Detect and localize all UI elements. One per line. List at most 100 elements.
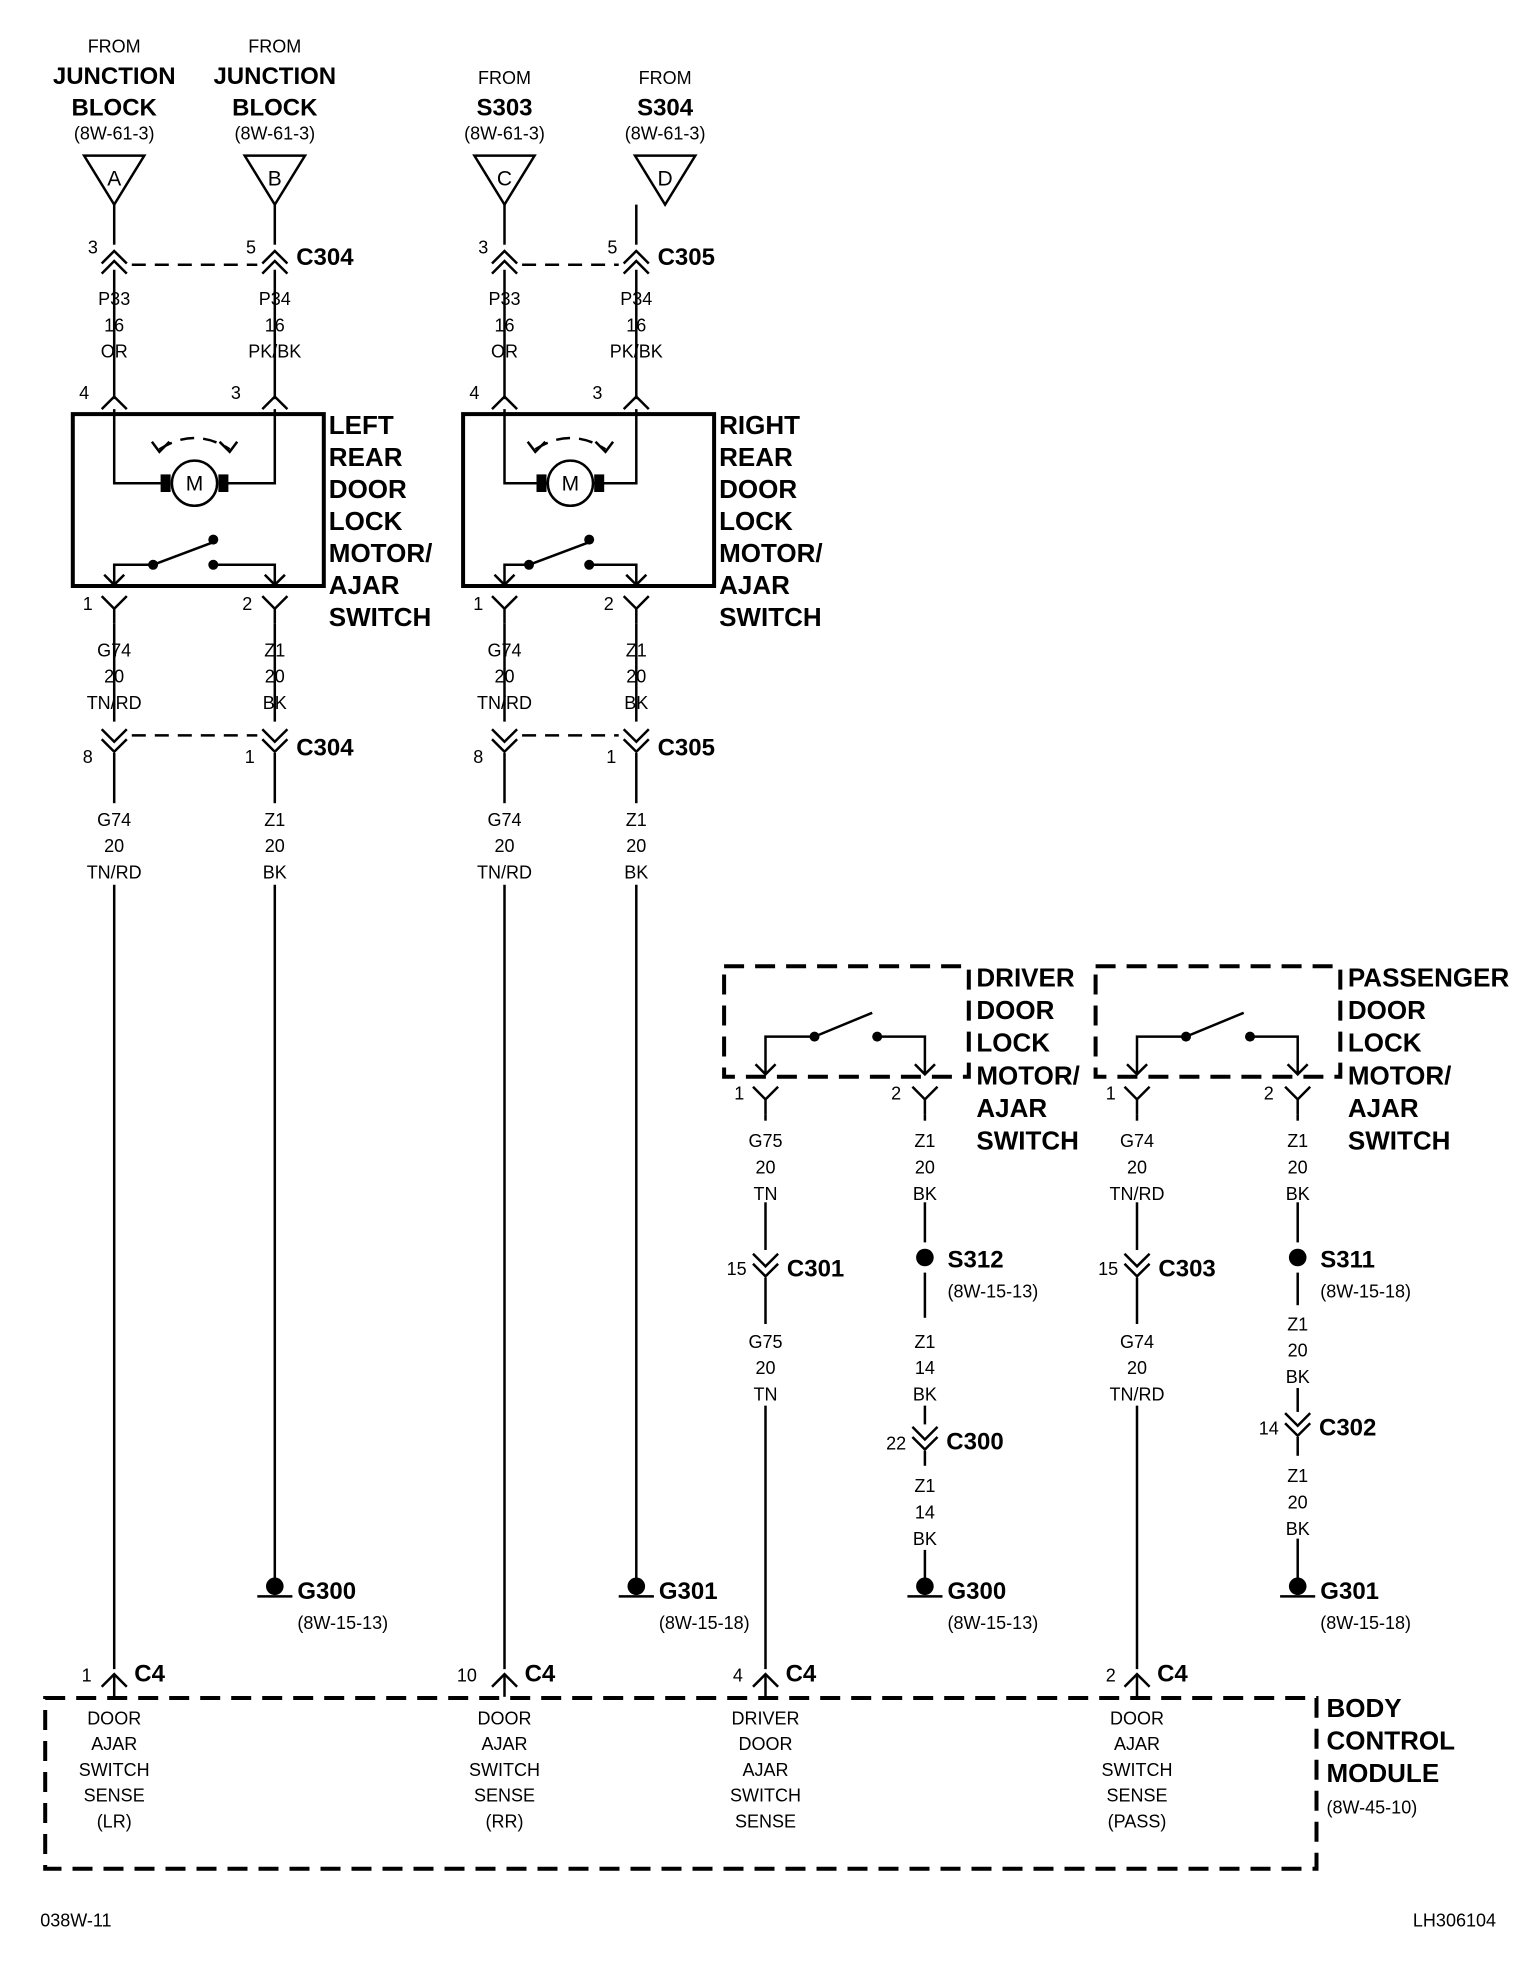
wire-gauge: 20: [494, 836, 514, 856]
wire-gauge: 16: [626, 315, 646, 335]
wire-circuit: G74: [97, 640, 131, 660]
connector-fork: [261, 595, 289, 624]
bcm-pin-function: (PASS): [1108, 1811, 1167, 1831]
pin-number: 2: [1106, 1666, 1116, 1686]
source-name: BLOCK: [72, 95, 158, 122]
component-label: MOTOR/: [719, 538, 823, 568]
switch-contact: [208, 534, 219, 545]
inline-connector: [100, 728, 128, 754]
connector-fork: [261, 394, 289, 410]
bcm-pin-function: SENSE: [735, 1811, 796, 1831]
arrow-head: [150, 440, 171, 454]
source-ref: (8W-61-3): [74, 123, 155, 143]
source-ref: (8W-61-3): [625, 123, 706, 143]
rotation-arrow: [158, 436, 231, 451]
switch-wire: [112, 563, 154, 585]
wire-color: TN: [754, 1385, 778, 1405]
wire-color: BK: [263, 863, 287, 883]
pin-number: 3: [88, 238, 98, 258]
source-name: BLOCK: [232, 95, 318, 122]
connector-label: C300: [946, 1429, 1003, 1456]
connector-label: C303: [1158, 1255, 1215, 1282]
source-from: FROM: [639, 68, 692, 88]
component-label: MOTOR/: [976, 1060, 1080, 1090]
bcm-pin-function: DOOR: [739, 1734, 793, 1754]
source-from: FROM: [478, 68, 531, 88]
footer-id: LH306104: [1413, 1910, 1496, 1930]
arrow-head: [625, 573, 648, 587]
switch-blade: [814, 1011, 873, 1038]
wire-color: TN/RD: [1110, 1184, 1165, 1204]
pin-number: 8: [83, 747, 93, 767]
ground-dot: [627, 1577, 646, 1596]
source-from: FROM: [248, 37, 301, 57]
connector-label: C302: [1319, 1415, 1376, 1442]
connector-label: C4: [786, 1661, 817, 1688]
ground-ref: (8W-15-18): [1320, 1613, 1411, 1633]
connector-fork: [911, 1085, 939, 1115]
source-triangle: [81, 154, 147, 207]
pin-number: 1: [473, 594, 483, 614]
module-box: [70, 412, 326, 588]
source-triangle: [472, 154, 537, 207]
ground-ref: (8W-15-18): [659, 1613, 750, 1633]
wire-color: BK: [624, 693, 648, 713]
bcm-pin-function: SENSE: [84, 1786, 145, 1806]
wire-circuit: P34: [620, 289, 652, 309]
module-box-dashed: [722, 964, 971, 1079]
wire-circuit: Z1: [626, 810, 647, 830]
connector-label: C4: [525, 1661, 556, 1688]
wire-color: BK: [913, 1385, 937, 1405]
bcm-pin-function: SENSE: [474, 1786, 535, 1806]
bcm-title: MODULE: [1327, 1758, 1440, 1788]
connector-label: C4: [134, 1661, 165, 1688]
pin-number: 3: [478, 238, 488, 258]
wire-gauge: 20: [1288, 1493, 1308, 1513]
pin-number: 8: [473, 747, 483, 767]
connector-label: C301: [787, 1255, 844, 1282]
bcm-pin-function: SWITCH: [469, 1760, 540, 1780]
component-label: REAR: [329, 442, 403, 472]
wire-color: BK: [913, 1529, 937, 1549]
pin-number: 5: [607, 238, 617, 258]
wire-gauge: 16: [494, 315, 514, 335]
source-letter: A: [107, 168, 121, 191]
inline-connector: [491, 249, 518, 275]
switch-wire: [764, 1035, 815, 1075]
wire-color: TN/RD: [477, 693, 532, 713]
wire-color: TN/RD: [1110, 1385, 1165, 1405]
module-box-dashed: [1093, 964, 1343, 1079]
wire-gauge: 16: [265, 315, 285, 335]
rotation-arrow: [534, 436, 607, 451]
pin-number: 14: [1259, 1419, 1279, 1439]
connector-label: C304: [296, 735, 354, 762]
connector-fork: [491, 595, 518, 624]
bcm-pin-function: AJAR: [742, 1760, 788, 1780]
wire-circuit: P33: [488, 289, 520, 309]
wire-circuit: G75: [748, 1131, 782, 1151]
bcm-pin-function: SWITCH: [730, 1786, 801, 1806]
pin-number: 2: [604, 594, 614, 614]
switch-wire: [1135, 1035, 1186, 1075]
switch-wire: [877, 1035, 927, 1075]
switch-blade: [528, 541, 590, 566]
source-name: S303: [476, 95, 532, 122]
wire-gauge: 14: [915, 1358, 935, 1378]
wire-color: TN/RD: [87, 693, 142, 713]
pin-number: 10: [457, 1666, 477, 1686]
wire-gauge: 20: [1127, 1157, 1147, 1177]
wire-circuit: Z1: [914, 1476, 935, 1496]
wire-color: BK: [624, 863, 648, 883]
wire-color: OR: [101, 342, 128, 362]
source-name: JUNCTION: [213, 63, 336, 90]
motor-wire: [503, 409, 553, 485]
pin-number: 3: [231, 383, 241, 403]
wire-circuit: P33: [98, 289, 130, 309]
source-ref: (8W-61-3): [464, 123, 545, 143]
pin-number: 1: [245, 747, 255, 767]
bcm-box: [43, 1696, 1319, 1871]
bcm-pin-function: DOOR: [1110, 1708, 1164, 1728]
wire-color: TN/RD: [87, 863, 142, 883]
wire-color: TN: [754, 1184, 778, 1204]
pin-number: 5: [246, 238, 256, 258]
